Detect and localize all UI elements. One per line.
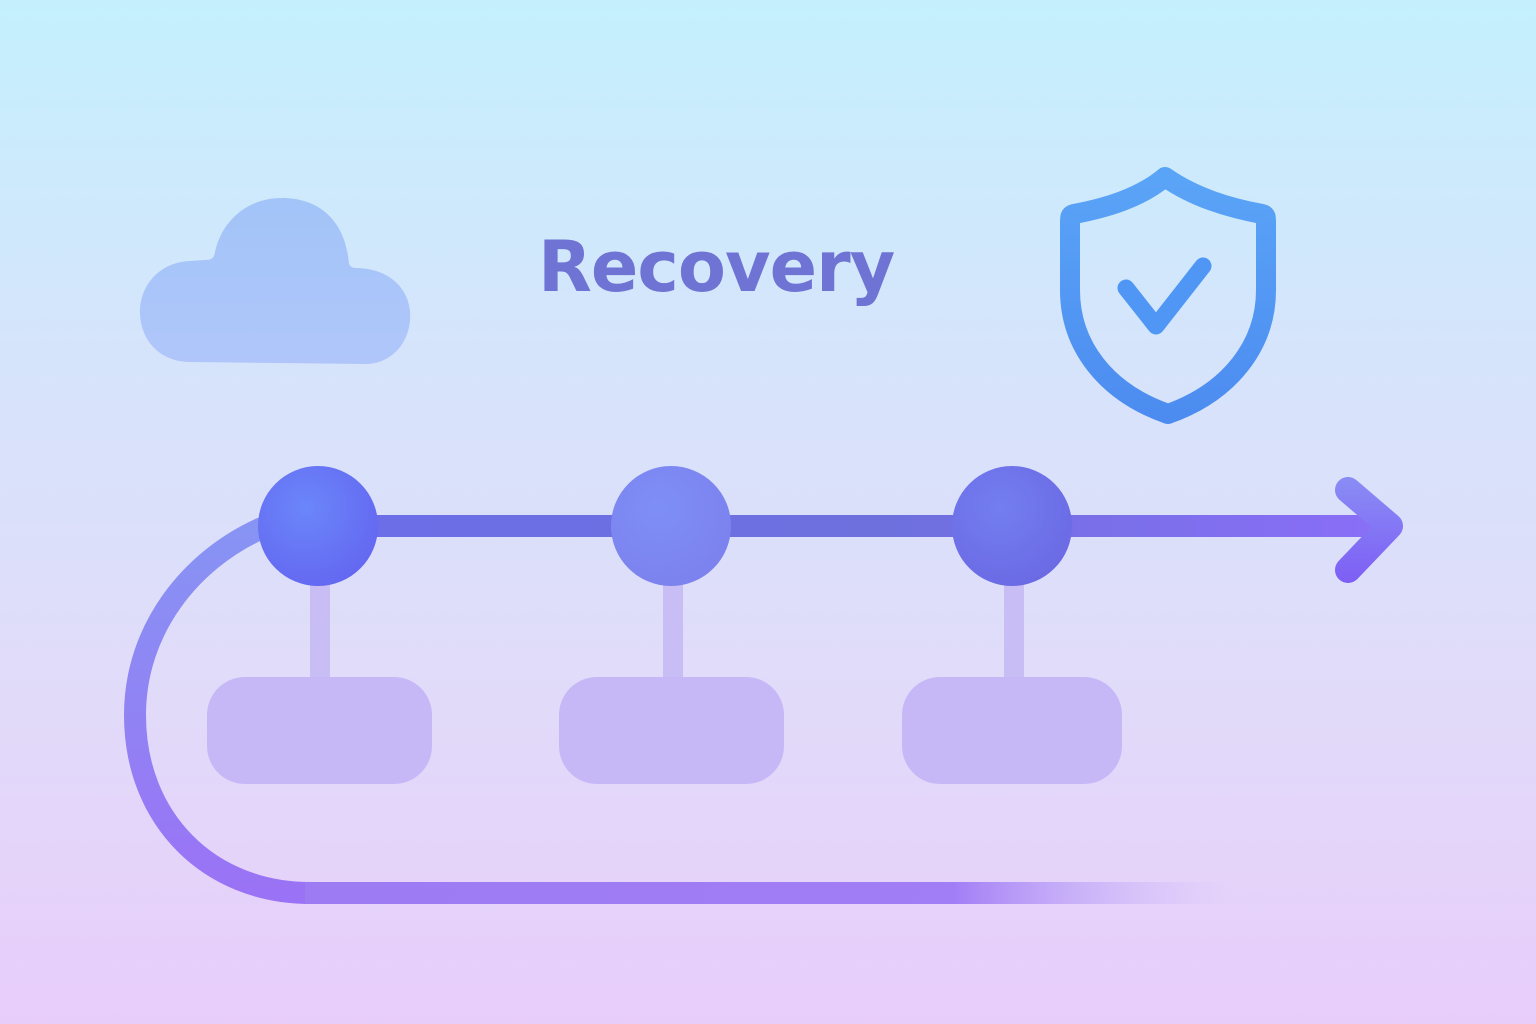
step-box-3 (902, 677, 1122, 784)
step-node-2 (611, 466, 731, 586)
connector-step-3 (1004, 585, 1024, 680)
step-box-1 (207, 677, 432, 784)
connector-step-1 (310, 585, 330, 680)
step-node-1 (258, 466, 378, 586)
shield-check-icon (1060, 167, 1276, 424)
diagram-title: Recovery (538, 226, 895, 308)
step-node-3 (952, 466, 1072, 586)
cloud-icon (140, 198, 411, 364)
progress-track (318, 515, 1393, 537)
loop-return-line (123, 517, 1230, 904)
arrow-right-icon (1335, 477, 1403, 583)
step-box-2 (559, 677, 784, 784)
connector-step-2 (663, 585, 683, 680)
